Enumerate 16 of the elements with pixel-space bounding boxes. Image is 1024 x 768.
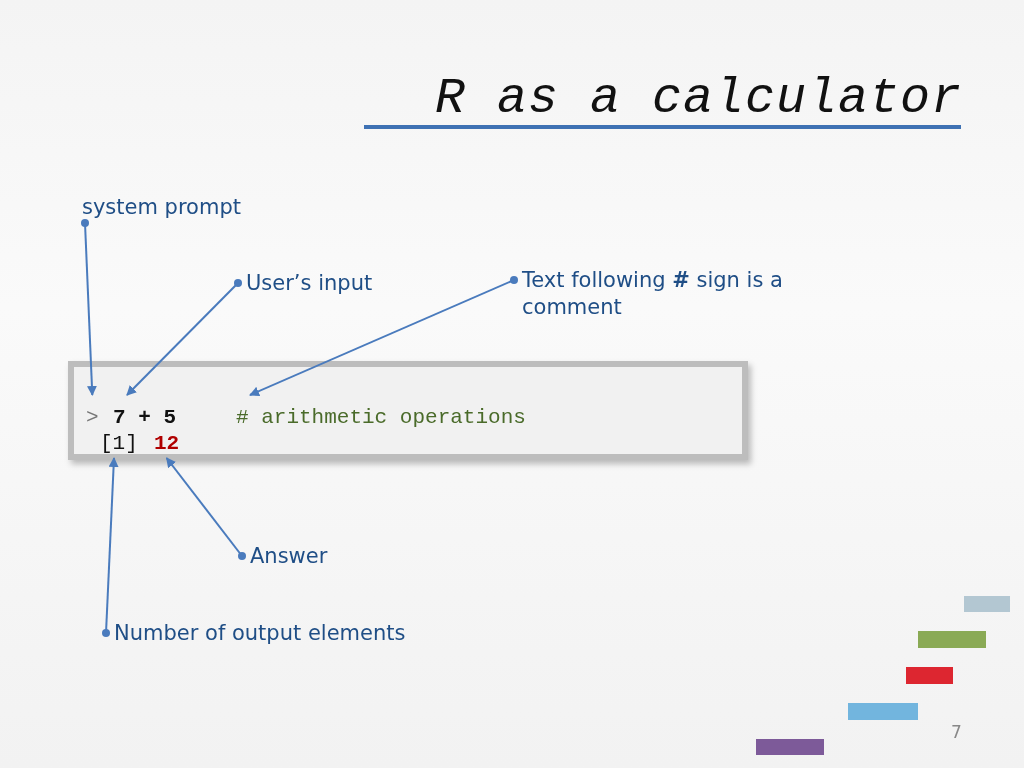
leader-arrow — [126, 279, 242, 396]
callout-text: Number of output elements — [114, 620, 406, 647]
code-expression: 7 + 5 — [113, 405, 176, 431]
leader-arrow — [81, 219, 97, 396]
leader-arrow — [249, 276, 518, 396]
output-value: 12 — [154, 431, 180, 457]
output-index: [1] — [100, 431, 138, 457]
callout-text: Answer — [250, 543, 328, 570]
callout-text: Text following # sign is a comment — [522, 267, 822, 321]
callout-text: system prompt — [82, 194, 241, 221]
slide-title: R as a calculator — [434, 70, 962, 127]
prompt-symbol: > — [86, 405, 99, 431]
page-number: 7 — [951, 722, 962, 742]
code-comment: # arithmetic operations — [236, 405, 526, 431]
code-panel — [68, 361, 748, 460]
callout-text: User’s input — [246, 270, 373, 297]
